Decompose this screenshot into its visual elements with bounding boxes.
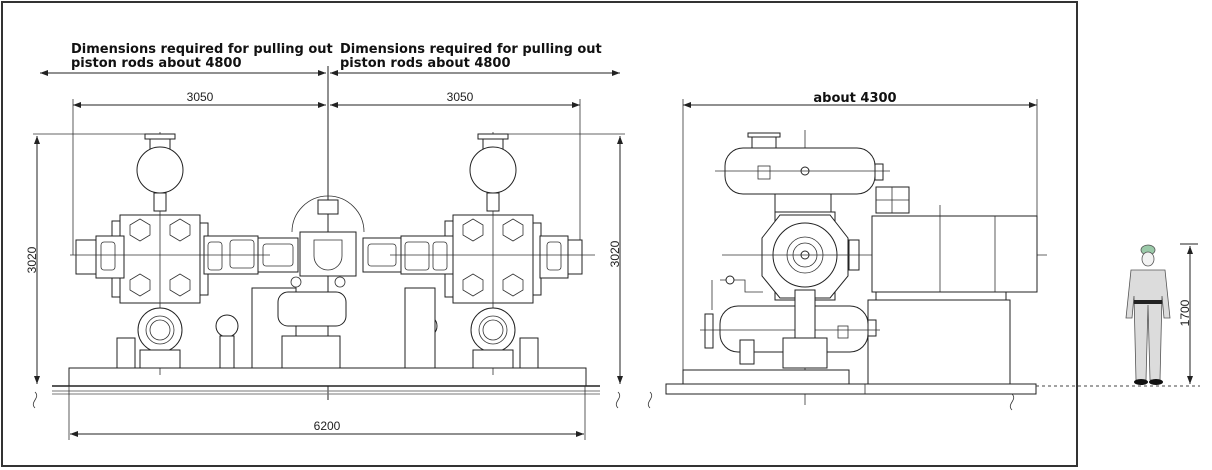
left-compressor-unit [70,132,299,375]
left-pullout-note-line1: Dimensions required for pulling out [71,42,333,57]
human-height-dimension: 1700 [1178,299,1192,326]
drawing-frame [1,1,1078,467]
right-compressor-unit [390,132,595,375]
side-width-label: about 4300 [813,91,896,106]
left-span-dimension: 3050 [187,90,214,104]
side-base-frame [665,383,1037,395]
right-height-dimension: 3020 [608,240,622,267]
right-pullout-note-line1: Dimensions required for pulling out [340,42,602,57]
total-length-dimension: 6200 [314,419,341,433]
right-span-dimension: 3050 [447,90,474,104]
front-base-frame [68,367,587,387]
human-scale-figure [1125,244,1171,385]
center-motor-unit [251,195,402,369]
left-pullout-note-line2: piston rods about 4800 [71,56,242,71]
left-height-dimension: 3020 [25,246,39,273]
right-pullout-note-line2: piston rods about 4800 [340,56,511,71]
side-view-compressor [682,130,1047,405]
